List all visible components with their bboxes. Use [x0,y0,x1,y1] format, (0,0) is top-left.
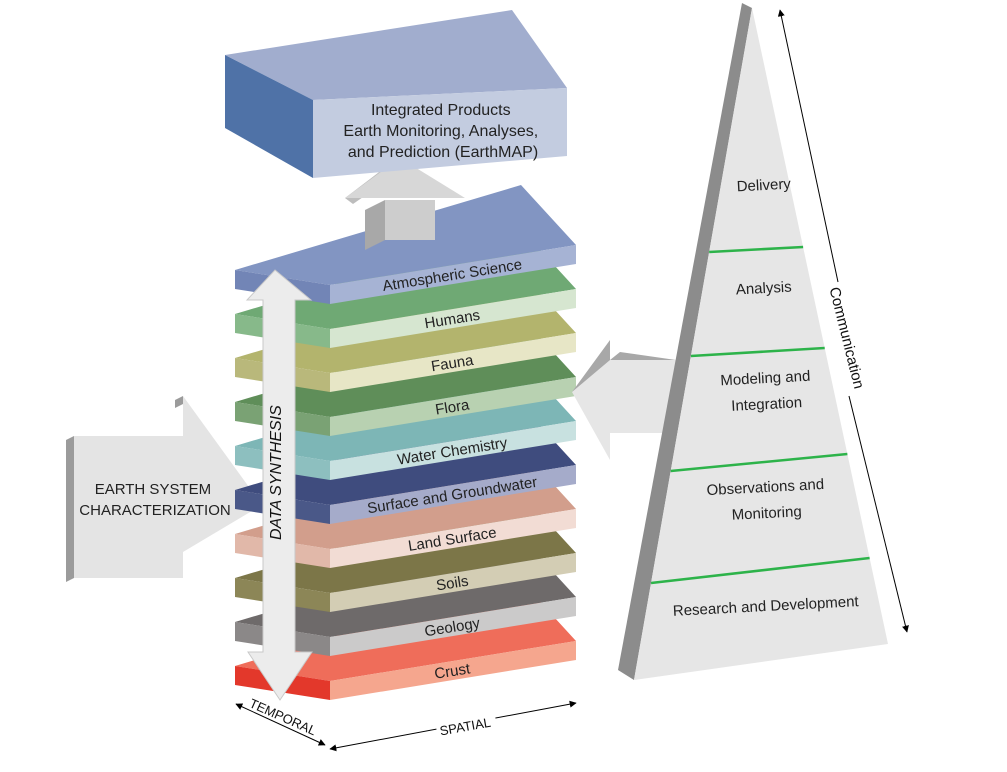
products-line-1: Integrated Products [371,102,511,119]
characterization-arrow-shadow [66,436,74,582]
products-box-front-face [313,88,567,178]
up-arrow-body [385,200,435,240]
pyramid-divider [650,556,870,585]
pyramid-level-line: Delivery [736,176,791,196]
layer-front-face [330,289,576,348]
layer-label: Flora [434,396,471,418]
pyramid-divider [670,452,848,473]
up-arrow-head [345,158,465,198]
layer-front-face [330,641,576,700]
pyramid-arrow-body [572,360,676,460]
layer-label: Crust [433,660,472,683]
pyramid-level-line: Monitoring [731,503,802,524]
characterization-line-1: EARTH SYSTEM [95,481,211,498]
characterization-arrow-text: EARTH SYSTEM CHARACTERIZATION [79,481,230,519]
layer-front-face [330,465,576,524]
temporal-axis: TEMPORAL [235,695,326,746]
temporal-label: TEMPORAL [247,695,318,738]
up-arrow-shaft-side [365,200,385,250]
characterization-arrow-shadow-head [175,396,183,408]
temporal-label-bg [254,698,308,732]
layer-label: Soils [435,573,470,595]
pyramid-level-line: Observations and [706,476,824,499]
layer-front-face [330,245,576,304]
temporal-axis-line [235,703,326,746]
layer-front-face [330,597,576,656]
pyramid-level-2: Analysis [735,279,792,299]
data-synthesis-arrow: DATA SYNTHESIS [245,269,313,701]
pyramid-level-1: Delivery [736,176,791,196]
pyramid-level-3: Modeling andIntegration [720,368,812,416]
pyramid-divider [690,346,825,358]
communication-label: Communication [826,285,868,390]
layer-front-face [330,333,576,392]
pyramid-to-stack-arrow [572,340,676,460]
layer-label: Fauna [430,352,475,376]
integrated-products-box: Integrated Products Earth Monitoring, An… [225,10,567,178]
pyramid-level-4: Observations andMonitoring [706,476,826,525]
products-line-2: Earth Monitoring, Analyses, [343,123,538,140]
pyramid-divider [709,245,804,254]
communication-line-top [777,9,839,283]
spatial-label-bg [435,711,497,738]
pyramid-side-edge [618,3,752,680]
synthesis-label: DATA SYNTHESIS [268,405,285,540]
layer-front-face [330,553,576,612]
products-box-top-face [225,10,567,100]
characterization-arrow-body [74,396,262,578]
communication-line-bottom [848,395,909,633]
layer-front-face [330,421,576,480]
products-line-3: and Prediction (EarthMAP) [348,144,538,161]
products-box-text: Integrated Products Earth Monitoring, An… [343,102,542,161]
pyramid-level-line: Modeling and [720,368,811,390]
pyramid-face [634,8,888,680]
characterization-line-2: CHARACTERIZATION [79,502,230,519]
products-box-side-face [225,55,313,178]
synthesis-arrow-shape [245,269,313,701]
pyramid-level-line: Integration [731,394,803,415]
spatial-axis: SPATIAL [329,700,577,752]
pyramid-level-line: Analysis [735,279,792,299]
spatial-label: SPATIAL [439,715,492,739]
earth-system-characterization-arrow: EARTH SYSTEM CHARACTERIZATION [66,396,262,582]
layer-front-face [330,509,576,568]
layer-front-face [330,377,576,436]
